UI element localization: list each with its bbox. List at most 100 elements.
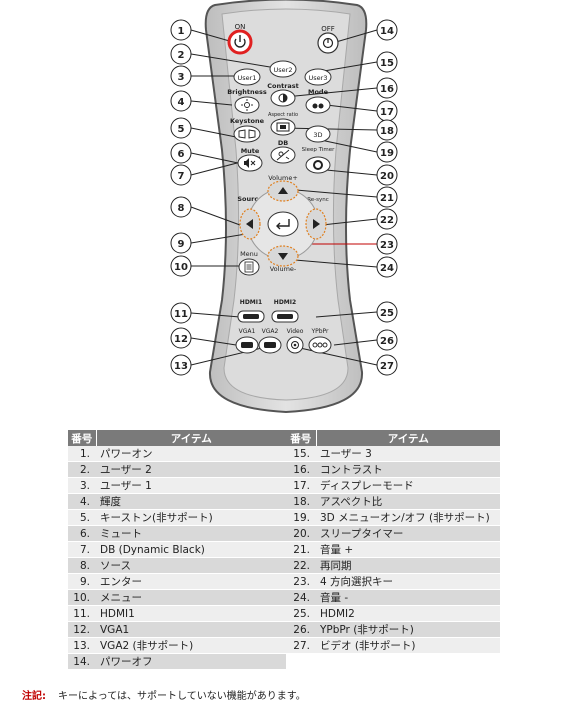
row-number: 18. [286, 493, 316, 510]
header-item: アイテム [96, 430, 286, 446]
keystone-button[interactable] [233, 125, 261, 143]
table-row: 17.ディスプレーモード [286, 477, 500, 494]
row-number: 20. [286, 525, 316, 542]
callout-25: 25 [380, 308, 394, 319]
header-number: 番号 [286, 430, 317, 446]
callouts-left: 1 2 3 4 5 6 7 8 9 10 11 12 13 [170, 19, 192, 376]
mode-label: Mode [308, 88, 329, 96]
row-item: ユーザー 1 [96, 477, 286, 494]
row-item: DB (Dynamic Black) [96, 541, 286, 558]
ypbpr-label: YPbPr [310, 328, 329, 335]
callout-24: 24 [380, 263, 394, 274]
user1-button[interactable] [233, 68, 261, 86]
db-label: DB [278, 139, 288, 147]
row-item: メニュー [96, 589, 286, 606]
video-port-icon [291, 341, 299, 349]
row-item: ユーザー 2 [96, 461, 286, 478]
table-row: 16.コントラスト [286, 461, 500, 478]
user3-label: User3 [309, 74, 328, 82]
table-row: 21.音量 + [286, 541, 500, 558]
callout-7: 7 [178, 171, 185, 182]
remote-control-diagram: ON OFF User2 User1 User3 Brightness Cont… [170, 0, 398, 414]
row-item: VGA1 [96, 621, 286, 638]
contrast-icon [278, 93, 288, 103]
vga1-label: VGA1 [239, 328, 256, 335]
table-row: 19.3D メニューオン/オフ (非サポート) [286, 509, 500, 526]
table-row: 7.DB (Dynamic Black) [68, 541, 286, 558]
row-item: ビデオ (非サポート) [316, 637, 500, 654]
header-number: 番号 [68, 430, 97, 446]
row-number: 7. [68, 541, 96, 558]
row-number: 2. [68, 461, 96, 478]
callout-19: 19 [380, 148, 394, 159]
callout-16: 16 [380, 84, 394, 95]
row-number: 22. [286, 557, 316, 574]
row-number: 23. [286, 573, 316, 590]
table-row: 23.4 方向選択キー [286, 573, 500, 590]
callouts-right: 14 15 16 17 18 19 20 21 22 23 24 25 26 2… [376, 19, 398, 376]
enter-button[interactable] [267, 211, 299, 237]
power-off-icon [322, 37, 334, 49]
row-item: 輝度 [96, 493, 286, 510]
row-number: 17. [286, 477, 316, 494]
footnote: 注記:キーによっては、サポートしていない機能があります。 [22, 687, 306, 702]
row-number: 14. [68, 653, 96, 670]
row-item: 音量 - [316, 589, 500, 606]
enter-icon [276, 219, 290, 230]
vga2-port-icon [264, 342, 276, 348]
row-item: コントラスト [316, 461, 500, 478]
header-item: アイテム [316, 430, 500, 446]
video-label: Video [287, 328, 304, 335]
power-on-icon [234, 35, 246, 48]
row-number: 26. [286, 621, 316, 638]
callout-17: 17 [380, 107, 394, 118]
table-row: 1.パワーオン [68, 446, 286, 462]
table-row: 24.音量 - [286, 589, 500, 606]
brightness-button[interactable] [234, 96, 260, 114]
callout-15: 15 [380, 58, 394, 69]
note-label: 注記: [22, 691, 46, 702]
callout-4: 4 [178, 97, 185, 108]
sleep-timer-icon [313, 160, 323, 170]
sun-icon [241, 99, 253, 111]
row-item: 再同期 [316, 557, 500, 574]
dynamic-black-icon [276, 149, 290, 161]
user3-button[interactable] [304, 68, 332, 86]
row-number: 3. [68, 477, 96, 494]
hdmi2-label: HDMI2 [274, 299, 296, 306]
row-number: 25. [286, 605, 316, 622]
row-item: エンター [96, 573, 286, 590]
row-item: パワーオン [96, 446, 286, 462]
user2-button[interactable] [269, 60, 297, 78]
row-item: 3D メニューオン/オフ (非サポート) [316, 509, 500, 526]
3d-button[interactable] [305, 125, 331, 143]
row-number: 15. [286, 446, 316, 462]
table-row: 20.スリープタイマー [286, 525, 500, 542]
row-item: VGA2 (非サポート) [96, 637, 286, 654]
row-number: 13. [68, 637, 96, 654]
table-row: 14.パワーオフ [68, 653, 286, 670]
row-item: ミュート [96, 525, 286, 542]
ypbpr-port-icon [312, 342, 328, 348]
table-row: 26.YPbPr (非サポート) [286, 621, 500, 638]
vga1-port-icon [241, 342, 253, 348]
on-label: ON [235, 23, 246, 31]
menu-icon [244, 261, 254, 273]
callout-20: 20 [380, 171, 394, 182]
row-item: アスペクト比 [316, 493, 500, 510]
callout-2: 2 [178, 50, 185, 61]
mute-button[interactable] [237, 154, 263, 172]
table-row: 2.ユーザー 2 [68, 461, 286, 478]
vga2-label: VGA2 [262, 328, 279, 335]
table-row: 25.HDMI2 [286, 605, 500, 622]
table-row: 12.VGA1 [68, 621, 286, 638]
row-item: ディスプレーモード [316, 477, 500, 494]
callout-10: 10 [174, 262, 188, 273]
row-number: 24. [286, 589, 316, 606]
mode-button[interactable] [305, 96, 331, 114]
row-number: 1. [68, 446, 96, 462]
row-number: 6. [68, 525, 96, 542]
